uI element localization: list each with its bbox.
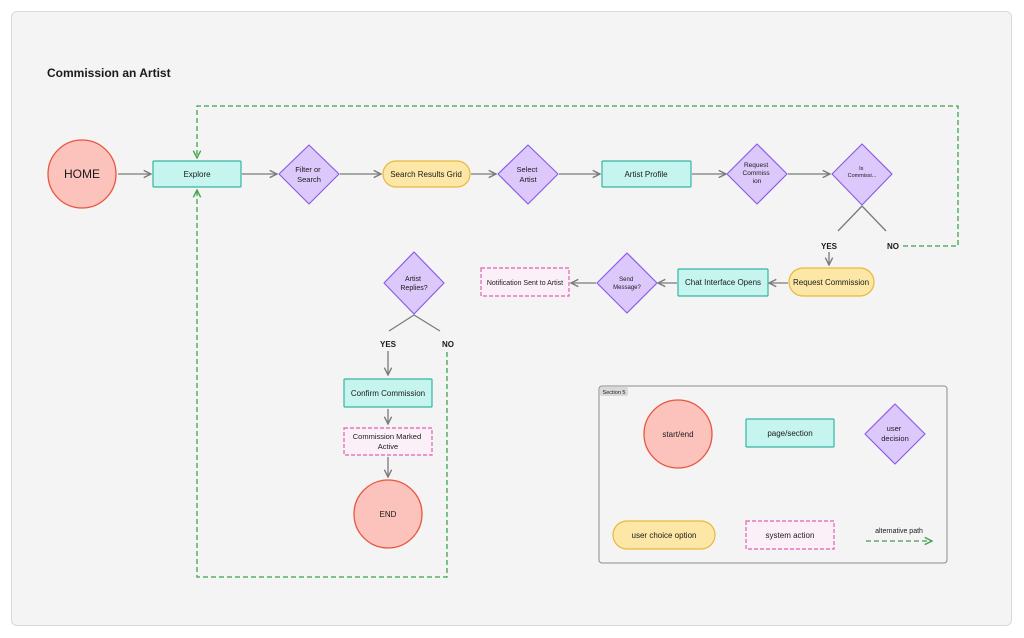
edge-replies-branch-right xyxy=(413,314,441,332)
select-artist-line-2: Artist xyxy=(519,175,537,184)
commission-marked-line-1: Commission Marked xyxy=(353,432,421,441)
chat-interface-label: Chat Interface Opens xyxy=(685,278,761,287)
is-commission-line-1: Is xyxy=(859,166,864,172)
artist-replies-line-2: Replies? xyxy=(400,285,427,292)
artist-replies-yes-label: YES xyxy=(380,340,397,349)
artist-replies-decision xyxy=(383,251,445,315)
legend-system-swatch xyxy=(745,520,835,550)
legend-page-label: page/section xyxy=(767,429,812,438)
request-commission-label: Request Commission xyxy=(793,278,869,287)
end-node xyxy=(353,479,423,549)
confirm-commission-label: Confirm Commission xyxy=(351,389,425,398)
legend-start-end-label: start/end xyxy=(662,430,693,439)
send-message-decision xyxy=(596,252,658,314)
legend-choice-label: user choice option xyxy=(632,531,697,540)
filter-search-decision xyxy=(278,144,340,205)
legend-decision-line-2: decision xyxy=(881,434,909,443)
send-message-line-1: Send xyxy=(619,277,633,283)
confirm-commission-node xyxy=(343,378,433,408)
alternative-paths xyxy=(197,105,959,578)
filter-search-label: Filter or Search xyxy=(295,165,323,184)
edge-is-branch-left xyxy=(837,205,863,232)
edge-replies-branch-left xyxy=(388,314,415,332)
filter-search-line-1: Filter or xyxy=(295,165,321,174)
alt-path-no-to-explore xyxy=(197,105,959,247)
home-node xyxy=(47,139,117,209)
artist-replies-label: Artist Replies? xyxy=(400,276,427,292)
page-title: Commission an Artist xyxy=(47,66,171,80)
send-message-line-2: Message? xyxy=(613,285,641,291)
chat-interface-node xyxy=(677,268,769,297)
is-commission-yes-label: YES xyxy=(821,242,838,251)
is-commission-decision xyxy=(831,143,893,206)
artist-profile-label: Artist Profile xyxy=(624,170,668,179)
request-decision-line-3: ion xyxy=(753,178,762,185)
end-label: END xyxy=(380,510,397,519)
legend-decision-label: user decision xyxy=(881,424,909,443)
legend-choice-swatch xyxy=(612,520,716,550)
request-commission-node xyxy=(788,267,875,297)
select-artist-label: Select Artist xyxy=(517,165,540,184)
select-artist-decision xyxy=(497,144,559,205)
commission-marked-line-2: Active xyxy=(378,442,398,451)
artist-replies-line-1: Artist xyxy=(405,276,421,283)
legend-section-tag-label: Section 5 xyxy=(603,390,626,396)
legend-section-tag xyxy=(600,387,628,396)
legend-frame xyxy=(598,385,948,564)
is-commission-line-2: Commissi... xyxy=(848,173,877,179)
legend-alt-path-label: alternative path xyxy=(875,528,923,535)
legend-system-label: system action xyxy=(766,531,815,540)
explore-label: Explore xyxy=(183,170,211,179)
send-message-label: Send Message? xyxy=(613,277,641,291)
diagram-canvas xyxy=(11,11,1012,626)
alt-path-replies-no-to-explore xyxy=(197,190,448,578)
is-commission-label: Is Commissi... xyxy=(848,166,877,179)
commission-marked-node xyxy=(343,427,433,456)
explore-node xyxy=(152,160,242,188)
notification-sent-label: Notification Sent to Artist xyxy=(487,280,563,287)
request-commission-decision xyxy=(726,143,788,205)
legend: Section 5 start/end page/section user de… xyxy=(598,385,948,564)
artist-profile-node xyxy=(601,160,692,188)
search-results-node xyxy=(382,160,471,188)
filter-search-line-2: Search xyxy=(297,175,321,184)
legend-start-end-swatch xyxy=(643,399,713,469)
home-label: HOME xyxy=(64,167,100,181)
legend-decision-swatch xyxy=(864,403,926,465)
request-commission-decision-label: Request Commiss ion xyxy=(743,162,772,185)
legend-decision-line-1: user xyxy=(887,424,902,433)
edge-is-branch-right xyxy=(861,205,887,232)
artist-replies-no-label: NO xyxy=(442,340,454,349)
search-results-label: Search Results Grid xyxy=(390,170,462,179)
legend-page-swatch xyxy=(745,418,835,448)
commission-marked-label: Commission Marked Active xyxy=(353,432,423,451)
is-commission-no-label: NO xyxy=(887,242,899,251)
notification-sent-node xyxy=(480,267,570,297)
request-decision-line-1: Request xyxy=(744,162,768,169)
select-artist-line-1: Select xyxy=(517,165,539,174)
connectors xyxy=(118,174,887,477)
request-decision-line-2: Commiss xyxy=(743,170,771,177)
